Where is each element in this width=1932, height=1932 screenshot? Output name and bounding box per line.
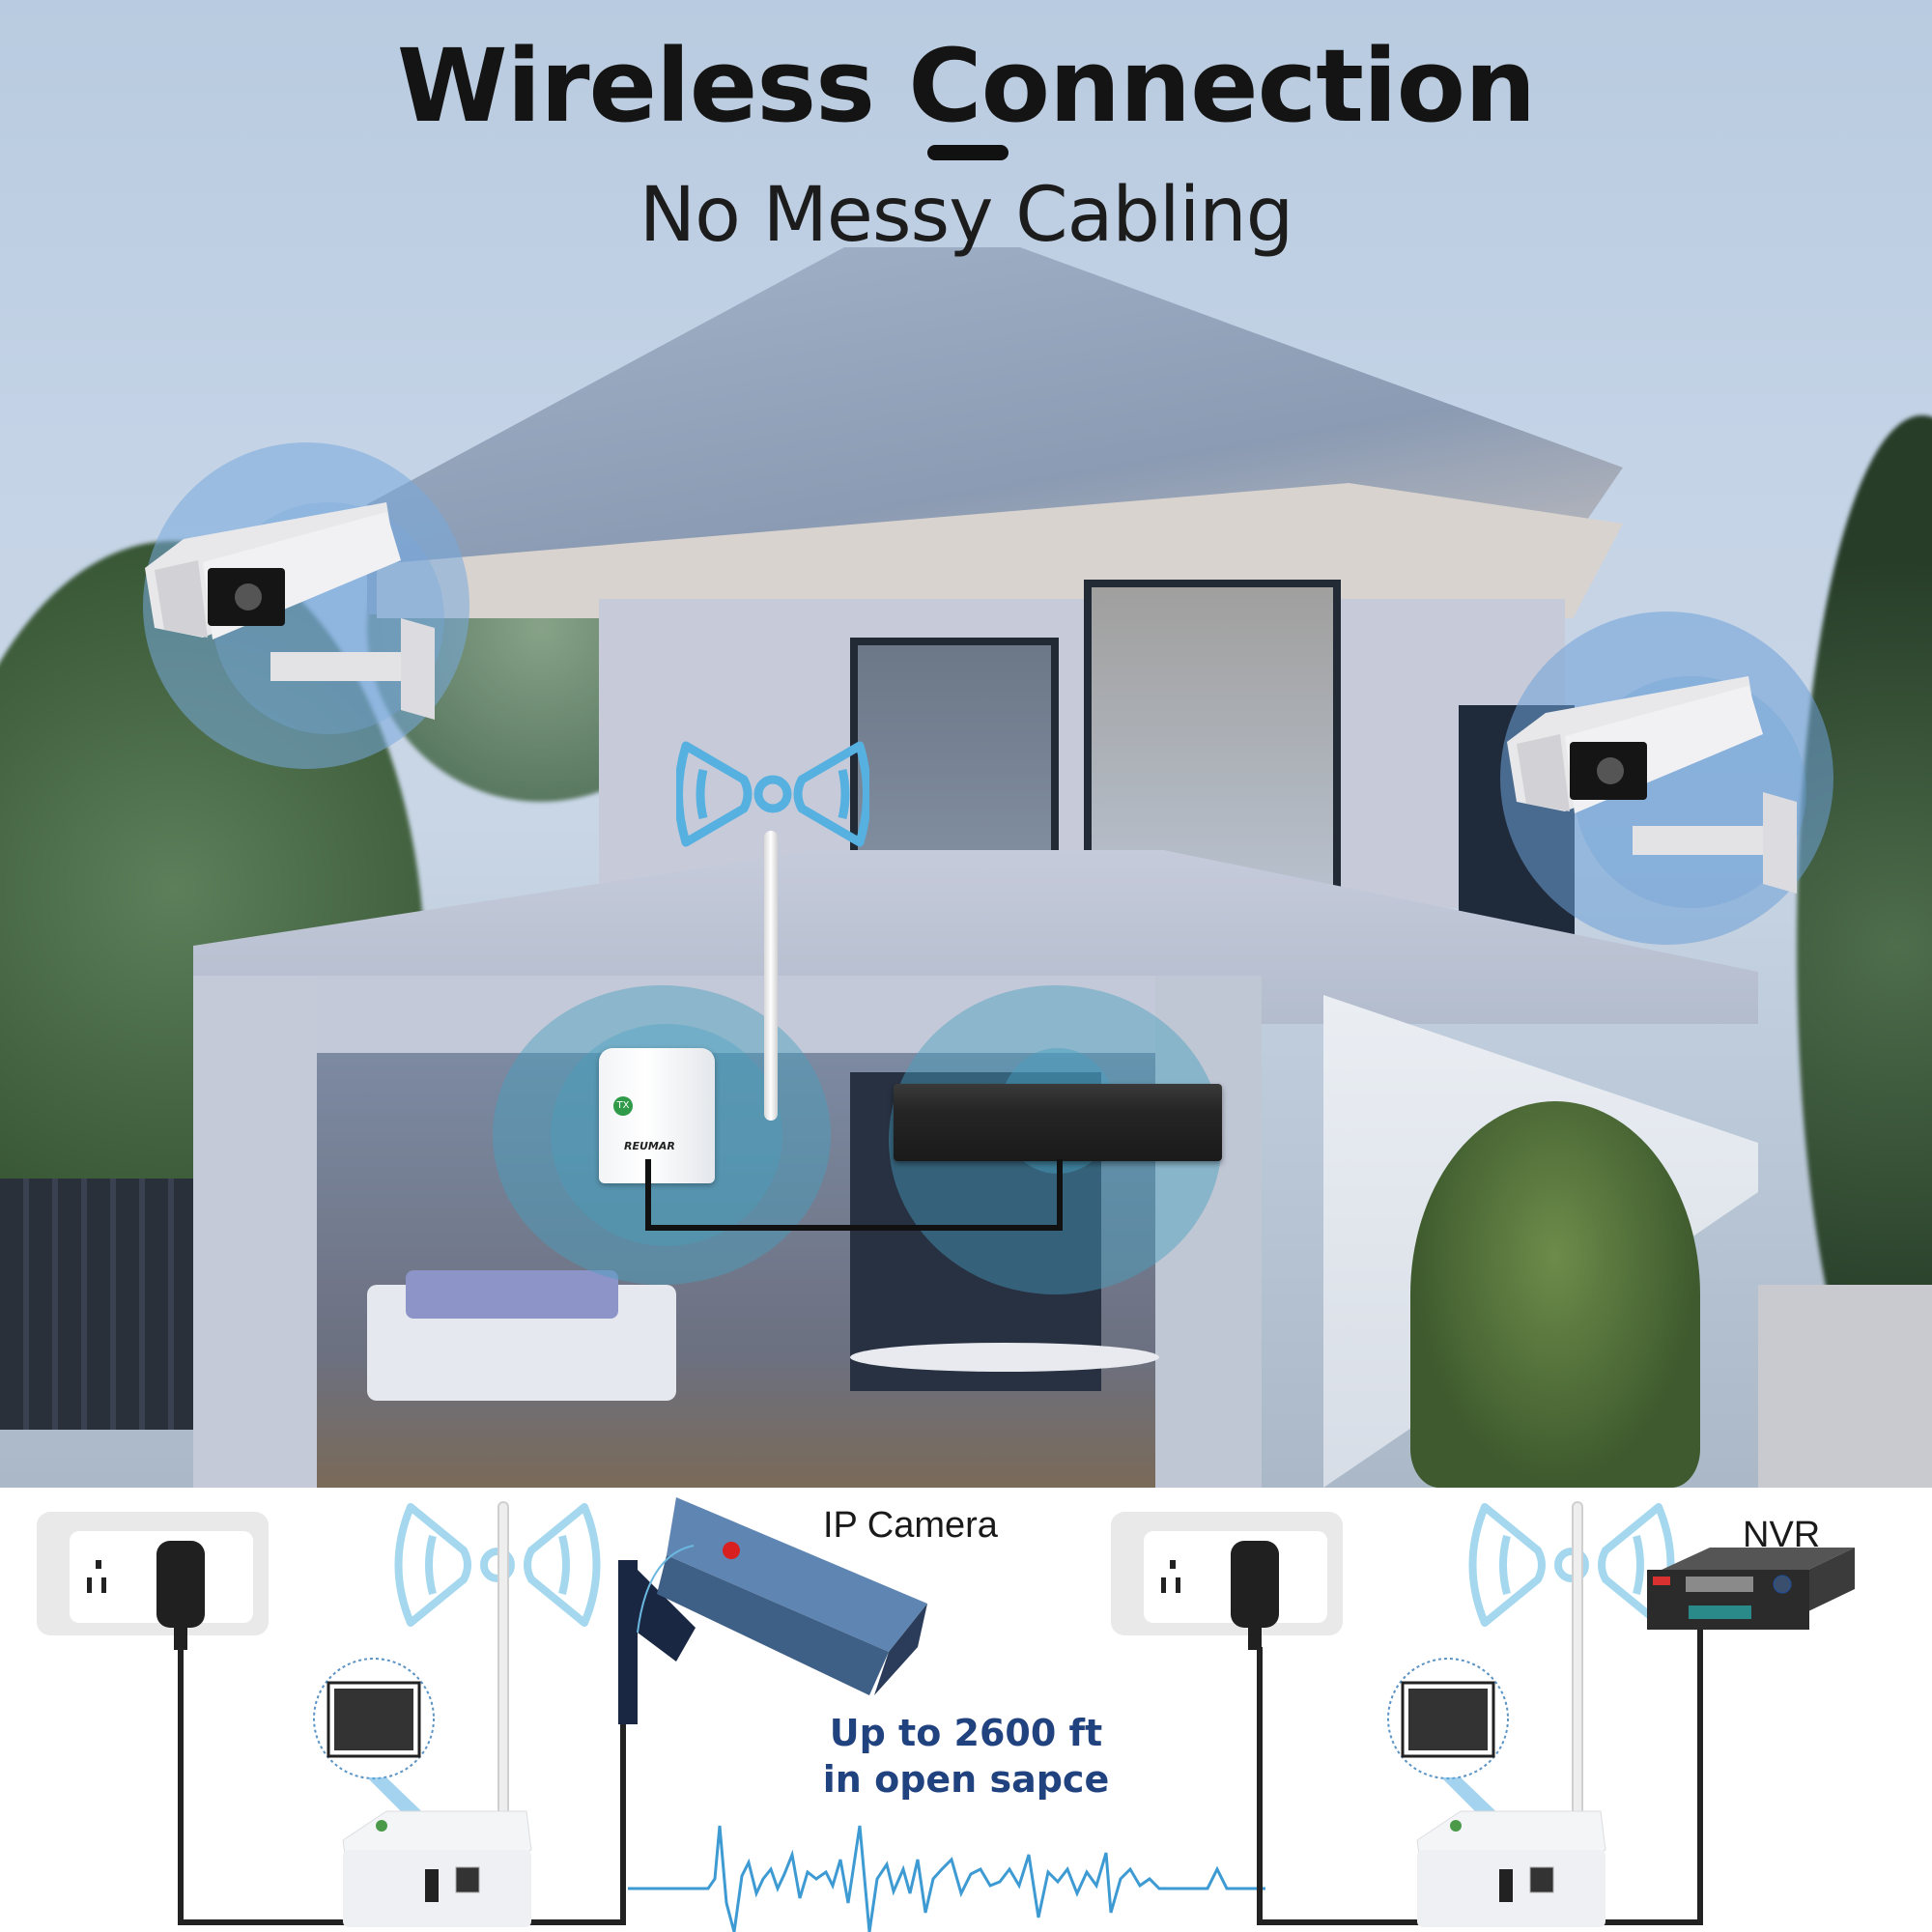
page-title: Wireless Connection <box>396 27 1536 145</box>
range-line-1: Up to 2600 ft <box>829 1712 1103 1754</box>
tx-badge: TX <box>613 1096 633 1116</box>
antenna <box>764 831 778 1121</box>
connection-diagram: IP Camera NVR Up to 2600 ft in open sapc… <box>0 1488 1932 1932</box>
page-subtitle: No Messy Cabling <box>639 172 1293 259</box>
sofa-cushions <box>406 1270 618 1319</box>
fence <box>0 1179 193 1430</box>
hedge <box>1410 1101 1700 1488</box>
cctv-camera-left-icon <box>145 502 435 720</box>
wifi-signal-left-icon <box>394 1503 601 1627</box>
dining-table <box>850 1343 1159 1372</box>
nvr-device-photo <box>894 1084 1222 1161</box>
wireless-bridge-right-icon <box>1416 1810 1606 1927</box>
tx-to-nvr-cable <box>645 1159 651 1229</box>
middle-pillar <box>1155 976 1262 1488</box>
antenna-right <box>1572 1501 1583 1822</box>
ethernet-port-left-icon <box>327 1681 421 1758</box>
title-divider <box>927 145 1009 160</box>
cctv-camera-right-icon <box>1507 676 1797 894</box>
wireless-bridge-left-icon <box>342 1810 532 1927</box>
antenna-left <box>497 1501 509 1822</box>
ground-floor-frame <box>193 976 1159 1053</box>
tx-to-nvr-cable-v2 <box>1057 1159 1063 1231</box>
wireless-bridge-tx-device: TX REUMAR <box>599 1048 715 1183</box>
range-line-2: in open sapce <box>822 1758 1110 1801</box>
wall-outlet-left-icon <box>37 1512 269 1650</box>
nvr-label: NVR <box>1743 1515 1821 1555</box>
wifi-signal-icon <box>676 741 869 847</box>
ip-camera-label: IP Camera <box>823 1505 998 1546</box>
walkway <box>1758 1285 1932 1488</box>
ethernet-port-right-icon <box>1401 1681 1495 1758</box>
house-photo-scene: TX REUMAR Wireless Connection No Messy C… <box>0 0 1932 1488</box>
range-callout: Up to 2600 ft in open sapce <box>792 1710 1140 1803</box>
nvr-recorder-icon <box>1647 1548 1855 1630</box>
tx-to-nvr-cable-h <box>645 1225 1063 1231</box>
signal-waveform <box>628 1825 1265 1932</box>
brand-logo: REUMAR <box>624 1140 675 1152</box>
wall-outlet-right-icon <box>1111 1512 1343 1650</box>
diagram-graphics <box>37 1497 1855 1932</box>
left-pillar <box>193 976 317 1488</box>
ip-camera-icon <box>618 1497 927 1724</box>
